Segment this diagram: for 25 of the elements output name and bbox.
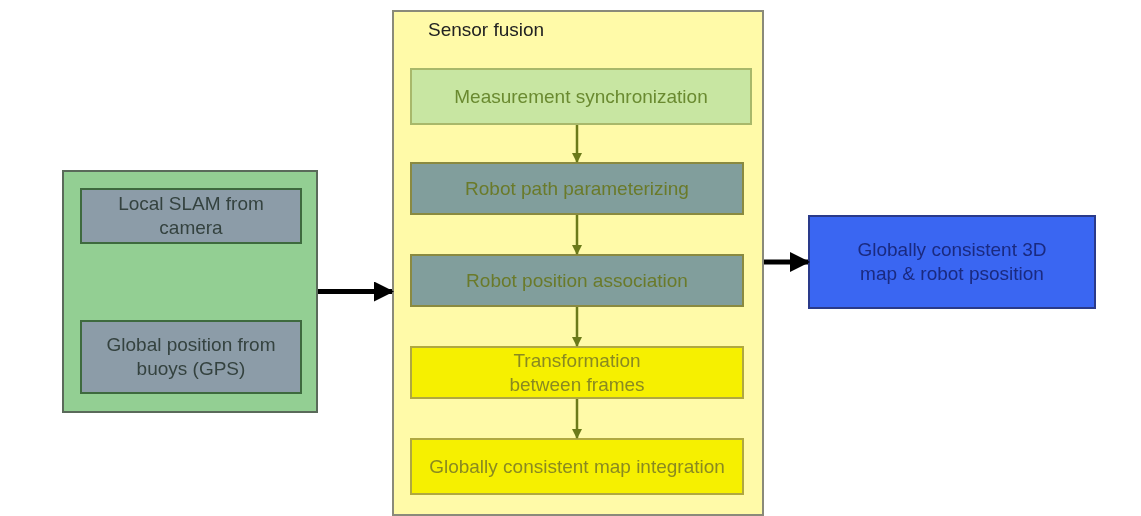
- group-panel: [62, 170, 318, 413]
- box-label: Robot position association: [466, 268, 688, 293]
- process-box: [410, 346, 744, 399]
- process-box: [410, 162, 744, 215]
- output-box: [808, 215, 1096, 309]
- box-label: Globally consistent 3D map & robot psosition: [856, 238, 1048, 286]
- arrow: [572, 125, 582, 163]
- arrow: [764, 252, 810, 272]
- arrow: [572, 307, 582, 347]
- group-panel: [392, 10, 764, 516]
- box-label: Measurement synchronization: [454, 84, 708, 109]
- process-box: [80, 188, 302, 244]
- process-box: [80, 320, 302, 394]
- process-box: [410, 438, 744, 495]
- process-box: [410, 254, 744, 307]
- box-label: Robot path parameterizing: [465, 176, 689, 201]
- arrow: [572, 215, 582, 255]
- box-label: Global position from buoys (GPS): [105, 333, 277, 381]
- group-heading: Sensor fusion: [428, 18, 545, 42]
- box-label: Globally consistent map integration: [429, 454, 725, 479]
- arrow: [318, 281, 394, 302]
- box-label: Transformation between frames: [508, 348, 646, 397]
- box-label: Local SLAM from camera: [117, 192, 265, 240]
- process-box: [410, 68, 752, 125]
- arrow: [572, 399, 582, 439]
